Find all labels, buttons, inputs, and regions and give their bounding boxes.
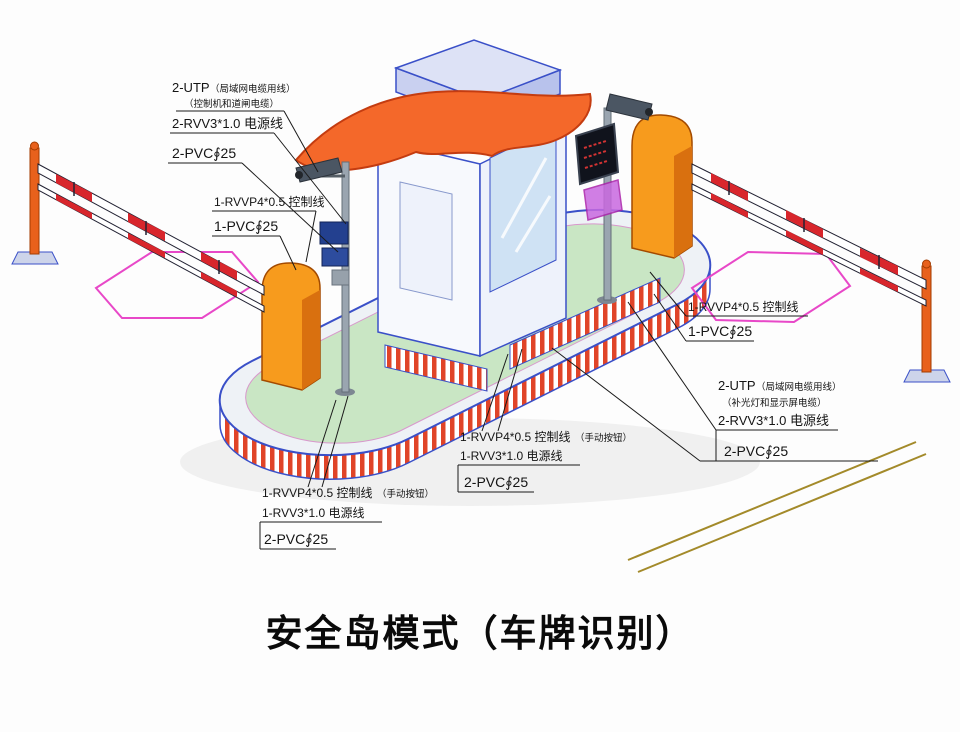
leader-line (481, 353, 509, 432)
label-centerbottom-ctrl-note: （手动按钮） (575, 432, 632, 444)
leader-line (649, 271, 687, 317)
booth-door-panel (399, 181, 453, 301)
label-topleft-power: 2-RVV3*1.0 电源线 (172, 116, 283, 131)
leader-line (283, 110, 319, 173)
led-text-row (583, 140, 607, 149)
right-camera-pole (574, 93, 653, 304)
leader-line (241, 162, 339, 253)
platform-stripe-front-face (384, 344, 488, 392)
lpr-camera-icon (605, 93, 653, 121)
arm-red-segment (56, 194, 92, 219)
left-barrier-gate (11, 141, 321, 391)
cable-labels: 2-UTP （局域网电缆用线） （控制机和道闸电缆） 2-RVV3*1.0 电源… (172, 80, 842, 547)
road-marking-line (627, 441, 917, 561)
post-finial (30, 141, 39, 151)
label-topleft-utp-note: （局域网电缆用线） (210, 83, 296, 95)
right-ground-loop (690, 250, 852, 324)
camera-lens-icon (645, 108, 653, 116)
label-right-utp: 2-UTP (718, 378, 756, 393)
label-topleft-note2: （控制机和道闸电缆） (184, 98, 279, 110)
label-rightmid-ctrl: 1-RVVP4*0.5 控制线 (688, 300, 799, 314)
label-right-power: 2-RVV3*1.0 电源线 (718, 413, 829, 428)
label-topleft-pvc: 2-PVC∮25 (172, 145, 236, 161)
post-base (11, 251, 59, 265)
label-centerbottom-pvc: 2-PVC∮25 (464, 474, 528, 490)
arm-red-segment (711, 193, 748, 218)
label-topleft-utp: 2-UTP (172, 80, 210, 95)
arm-red-segment (860, 268, 898, 292)
leader-line (627, 301, 717, 431)
cap-top-face (393, 39, 563, 101)
booth-canopy (294, 90, 592, 172)
label-leftmid-ctrl: 1-RVVP4*0.5 控制线 (214, 195, 325, 209)
left-barrier-arm (37, 163, 265, 313)
label-right-pvc: 2-PVC∮25 (724, 443, 788, 459)
diagram-title: 安全岛模式（车牌识别） (266, 612, 695, 654)
leader-line (279, 235, 297, 271)
arm-red-segment (786, 230, 823, 255)
arm-red-segment (201, 272, 237, 297)
label-leftbottom-pvc: 2-PVC∮25 (264, 531, 328, 547)
lpr-flash-panel (583, 179, 623, 221)
label-leftbottom-ctrl-note: （手动按钮） (377, 488, 434, 500)
guard-booth (294, 39, 592, 358)
arm-red-segment (128, 233, 165, 258)
label-centerbottom-power: 1-RVV3*1.0 电源线 (460, 449, 563, 463)
label-right-note2: （补光灯和显示屏电缆） (722, 397, 827, 409)
led-display (574, 122, 620, 186)
label-right-utp-note: （局域网电缆用线） (756, 381, 842, 393)
right-arm-end-post (903, 259, 951, 383)
post-finial (922, 259, 931, 269)
led-text-row (583, 150, 607, 159)
right-gate-cabinet-side (674, 146, 692, 258)
card-reader-box (321, 247, 349, 267)
left-arm-end-post (11, 141, 59, 265)
label-centerbottom-ctrl: 1-RVVP4*0.5 控制线 (460, 430, 571, 444)
controller-box (319, 221, 349, 245)
leader-lines (168, 110, 878, 550)
label-leftbottom-power: 1-RVV3*1.0 电源线 (262, 506, 365, 520)
label-leftbottom-ctrl: 1-RVVP4*0.5 控制线 (262, 486, 373, 500)
label-leftmid-pvc: 1-PVC∮25 (214, 218, 278, 234)
right-barrier-gate (631, 114, 951, 383)
leader-line (307, 399, 337, 488)
post-base (903, 369, 951, 383)
leader-line (305, 210, 317, 263)
road-marking-lines (627, 441, 927, 573)
led-text-row (584, 160, 608, 169)
right-barrier-arm (691, 163, 927, 307)
leader-line (497, 348, 523, 432)
junction-box (331, 269, 350, 286)
window-glare (500, 157, 548, 239)
leader-line (551, 347, 701, 462)
camera-lens-icon (295, 171, 303, 179)
leader-line (321, 395, 349, 488)
road-marking-line (637, 453, 927, 573)
left-camera-pole (295, 157, 355, 396)
window-glare (514, 195, 552, 253)
leader-line (653, 293, 687, 342)
left-gate-cabinet-side (302, 290, 320, 390)
leader-line (273, 132, 347, 225)
label-rightmid-pvc: 1-PVC∮25 (688, 323, 752, 339)
